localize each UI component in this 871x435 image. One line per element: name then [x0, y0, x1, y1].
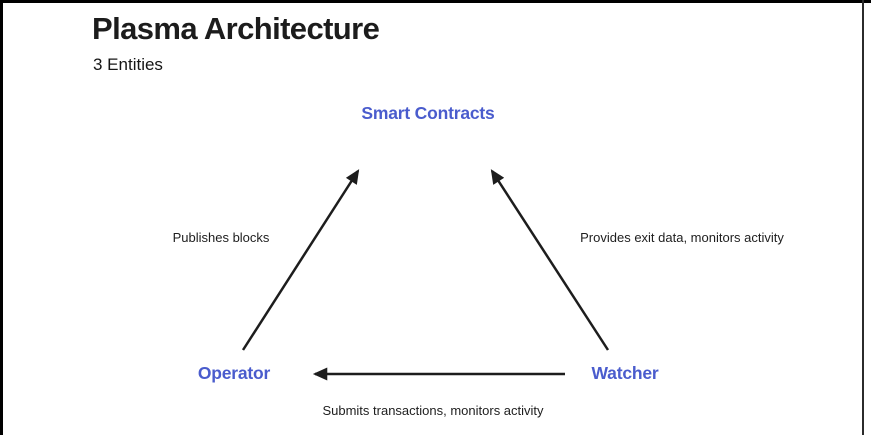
node-operator: Operator	[197, 363, 271, 383]
edge-label-publishes-blocks: Publishes blocks	[172, 230, 270, 245]
arrow-watcher-to-smart-contracts	[490, 169, 610, 351]
node-watcher: Watcher	[591, 363, 659, 383]
edge-label-provides-exit-data: Provides exit data, monitors activity	[580, 230, 784, 245]
frame-border-top	[0, 0, 871, 3]
edge-label-submits-transactions: Submits transactions, monitors activity	[322, 403, 544, 418]
frame-border-left	[0, 0, 3, 435]
node-smart-contracts: Smart Contracts	[361, 103, 495, 123]
page-subtitle: 3 Entities	[93, 55, 163, 74]
page-title: Plasma Architecture	[92, 11, 380, 46]
frame-border-right	[862, 0, 864, 435]
arrow-operator-to-smart-contracts	[241, 169, 360, 351]
